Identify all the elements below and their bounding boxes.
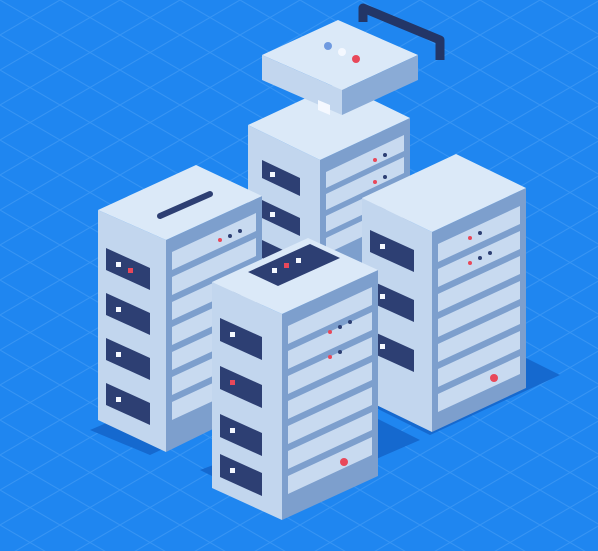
lock-icon: [262, 3, 445, 115]
server-front: [212, 238, 378, 520]
server-right: [362, 154, 526, 432]
